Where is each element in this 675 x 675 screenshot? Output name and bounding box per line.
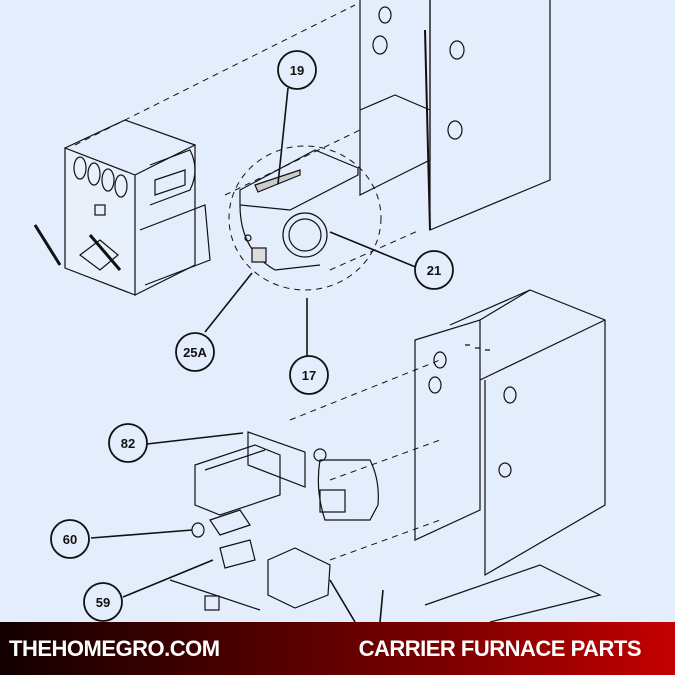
blower-assembly (228, 145, 382, 291)
site-name: THEHOMEGRO.COM (9, 635, 220, 661)
footer-banner: THEHOMEGRO.COM CARRIER FURNACE PARTS (0, 622, 675, 675)
guide-lines (74, 4, 441, 561)
cabinet-lower (414, 289, 606, 622)
svg-text:60: 60 (63, 532, 77, 547)
svg-text:59: 59 (96, 595, 110, 610)
callout-25a: 25A (175, 332, 215, 372)
inducer-motor (313, 448, 379, 521)
leader-lines (90, 87, 419, 622)
callout-59: 59 (83, 582, 123, 622)
burner-box (194, 444, 281, 536)
banner-title: CARRIER FURNACE PARTS (358, 635, 642, 661)
callout-17: 17 (289, 355, 329, 395)
svg-text:19: 19 (290, 63, 304, 78)
svg-text:21: 21 (427, 263, 441, 278)
control-board (267, 547, 331, 609)
cabinet-upper (359, 0, 551, 231)
callout-82: 82 (108, 423, 148, 463)
svg-text:25A: 25A (183, 345, 207, 360)
heat-exchanger (33, 119, 211, 296)
gasket (247, 431, 306, 488)
flame-sensor (169, 522, 261, 611)
callout-60: 60 (50, 519, 90, 559)
callout-21: 21 (414, 250, 454, 290)
svg-text:82: 82 (121, 436, 135, 451)
callout-19: 19 (277, 50, 317, 90)
svg-text:17: 17 (302, 368, 316, 383)
exploded-parts-diagram: 19 21 25A 17 82 60 59 (33, 0, 606, 622)
